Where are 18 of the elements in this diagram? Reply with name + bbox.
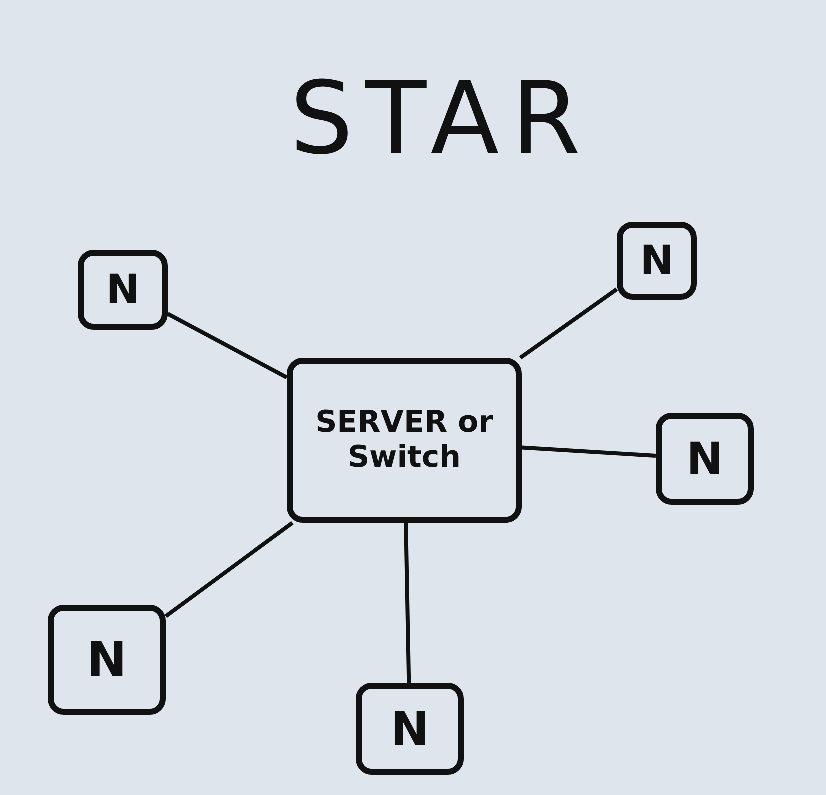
node-label: N: [640, 238, 674, 284]
node-label: N: [86, 632, 128, 688]
node-box: [78, 250, 168, 330]
node-label: SERVER or Switch: [314, 406, 494, 475]
node-label: N: [390, 702, 430, 756]
node-box: [48, 605, 166, 715]
node-box: [356, 683, 464, 775]
connector-line: [167, 312, 288, 380]
connector-line: [522, 446, 656, 458]
node-box: [617, 222, 697, 300]
server-box: [287, 358, 522, 523]
connector-line: [519, 288, 618, 360]
title: STAR: [290, 60, 593, 177]
node-label: N: [106, 267, 140, 313]
node-label: N: [686, 434, 724, 484]
connector-line: [404, 522, 412, 684]
node-box: [656, 413, 754, 505]
connector-line: [164, 521, 294, 618]
